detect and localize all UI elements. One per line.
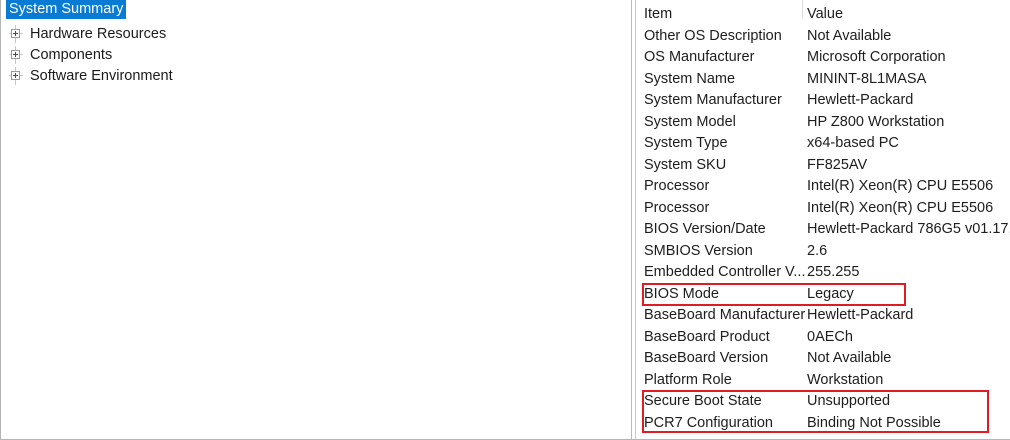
row-item-label: Platform Role xyxy=(644,371,732,388)
tree-item-system-summary-label: System Summary xyxy=(6,0,127,19)
tree-item-hardware-resources-label: Hardware Resources xyxy=(30,26,167,42)
row-item-label: BaseBoard Version xyxy=(644,350,769,366)
navigation-tree[interactable]: System Summary Hardware Resources Compon… xyxy=(1,0,630,439)
table-row[interactable]: Embedded Controller V...255.255 xyxy=(638,262,1010,284)
splitter-line-left xyxy=(631,0,632,439)
row-value-label: Microsoft Corporation xyxy=(807,49,946,65)
table-row[interactable]: Secure Boot State Unsupported xyxy=(638,391,1010,413)
table-row[interactable]: BIOS Mode Legacy xyxy=(638,284,1010,306)
tree-item-components[interactable]: Components xyxy=(9,45,112,65)
table-row[interactable]: SMBIOS Version 2.6 xyxy=(638,241,1010,263)
row-value-label: Hewlett-Packard 786G5 v01.17, 8/ xyxy=(807,221,1010,237)
row-value-label: Legacy xyxy=(807,285,854,302)
row-value-label: 0AECh xyxy=(807,328,853,345)
row-item-label: PCR7 Configuration xyxy=(644,414,773,431)
table-row[interactable]: Platform Role Workstation xyxy=(638,370,1010,392)
splitter-line-right xyxy=(635,0,636,439)
row-item-label: System Model xyxy=(644,113,736,130)
table-row[interactable]: System Model HP Z800 Workstation xyxy=(638,112,1010,134)
row-value-label: Workstation xyxy=(807,371,884,388)
row-item-label: OS Manufacturer xyxy=(644,49,755,65)
row-item-label: System SKU xyxy=(644,156,727,173)
tree-item-hardware-resources[interactable]: Hardware Resources xyxy=(9,24,166,44)
expand-plus-icon[interactable] xyxy=(9,67,29,85)
details-column-header[interactable]: Item Value xyxy=(638,4,1010,26)
row-item-label: Processor xyxy=(644,178,710,194)
table-row[interactable]: System Manufacturer Hewlett-Packard xyxy=(638,90,1010,112)
row-value-label: Intel(R) Xeon(R) CPU E5506 xyxy=(807,178,994,194)
row-value-label: Unsupported xyxy=(807,393,891,409)
row-item-label: System Manufacturer xyxy=(644,92,782,108)
row-value-label: Hewlett-Packard xyxy=(807,92,914,108)
row-value-label: 255.255 xyxy=(807,264,860,280)
table-row[interactable]: BaseBoard Product 0AECh xyxy=(638,327,1010,349)
tree-item-software-environment[interactable]: Software Environment xyxy=(9,66,173,86)
table-row[interactable]: BIOS Version/Date Hewlett-Packard 786G5 v… xyxy=(638,219,1010,241)
row-item-label: BIOS Version/Date xyxy=(644,221,766,237)
row-value-label: Binding Not Possible xyxy=(807,414,941,431)
row-item-label: Processor xyxy=(644,199,710,216)
column-header-item[interactable]: Item xyxy=(644,6,673,22)
row-value-label: FF825AV xyxy=(807,156,868,173)
table-row[interactable]: BaseBoard Version Not Available xyxy=(638,348,1010,370)
row-item-label: Embedded Controller V... xyxy=(644,264,806,280)
row-value-label: Not Available xyxy=(807,350,892,366)
row-item-label: Other OS Description xyxy=(644,27,782,44)
row-value-label: Hewlett-Packard xyxy=(807,307,914,323)
table-row[interactable]: System Name MININT-8L1MASA xyxy=(638,69,1010,91)
row-item-label: BaseBoard Product xyxy=(644,328,770,345)
tree-item-system-summary[interactable]: System Summary xyxy=(6,0,127,19)
table-row[interactable]: PCR7 Configuration Binding Not Possible xyxy=(638,413,1010,435)
column-separator[interactable] xyxy=(802,0,803,18)
row-value-label: HP Z800 Workstation xyxy=(807,113,945,130)
row-item-label: System Type xyxy=(644,135,728,151)
table-row[interactable]: Processor Intel(R) Xeon(R) CPU E5506 xyxy=(638,176,1010,198)
pane-splitter[interactable] xyxy=(630,0,638,439)
row-item-label: BaseBoard Manufacturer xyxy=(644,307,806,323)
row-value-label: MININT-8L1MASA xyxy=(807,70,927,87)
row-item-label: BIOS Mode xyxy=(644,285,719,302)
column-header-value[interactable]: Value xyxy=(807,6,844,22)
expand-plus-icon[interactable] xyxy=(9,25,29,43)
table-row[interactable]: Other OS Description Not Available xyxy=(638,26,1010,48)
row-item-label: Secure Boot State xyxy=(644,393,762,409)
table-row[interactable]: System SKU FF825AV xyxy=(638,155,1010,177)
row-value-label: 2.6 xyxy=(807,242,828,259)
row-item-label: SMBIOS Version xyxy=(644,242,753,259)
row-value-label: x64-based PC xyxy=(807,135,899,151)
table-row[interactable]: Processor Intel(R) Xeon(R) CPU E5506 xyxy=(638,198,1010,220)
row-value-label: Not Available xyxy=(807,27,892,44)
table-row[interactable]: System Type x64-based PC xyxy=(638,133,1010,155)
expand-plus-icon[interactable] xyxy=(9,46,29,64)
tree-item-software-environment-label: Software Environment xyxy=(30,68,173,84)
tree-item-components-label: Components xyxy=(30,47,113,63)
table-row[interactable]: OS Manufacturer Microsoft Corporation xyxy=(638,47,1010,69)
row-value-label: Intel(R) Xeon(R) CPU E5506 xyxy=(807,199,994,216)
row-item-label: System Name xyxy=(644,70,736,87)
